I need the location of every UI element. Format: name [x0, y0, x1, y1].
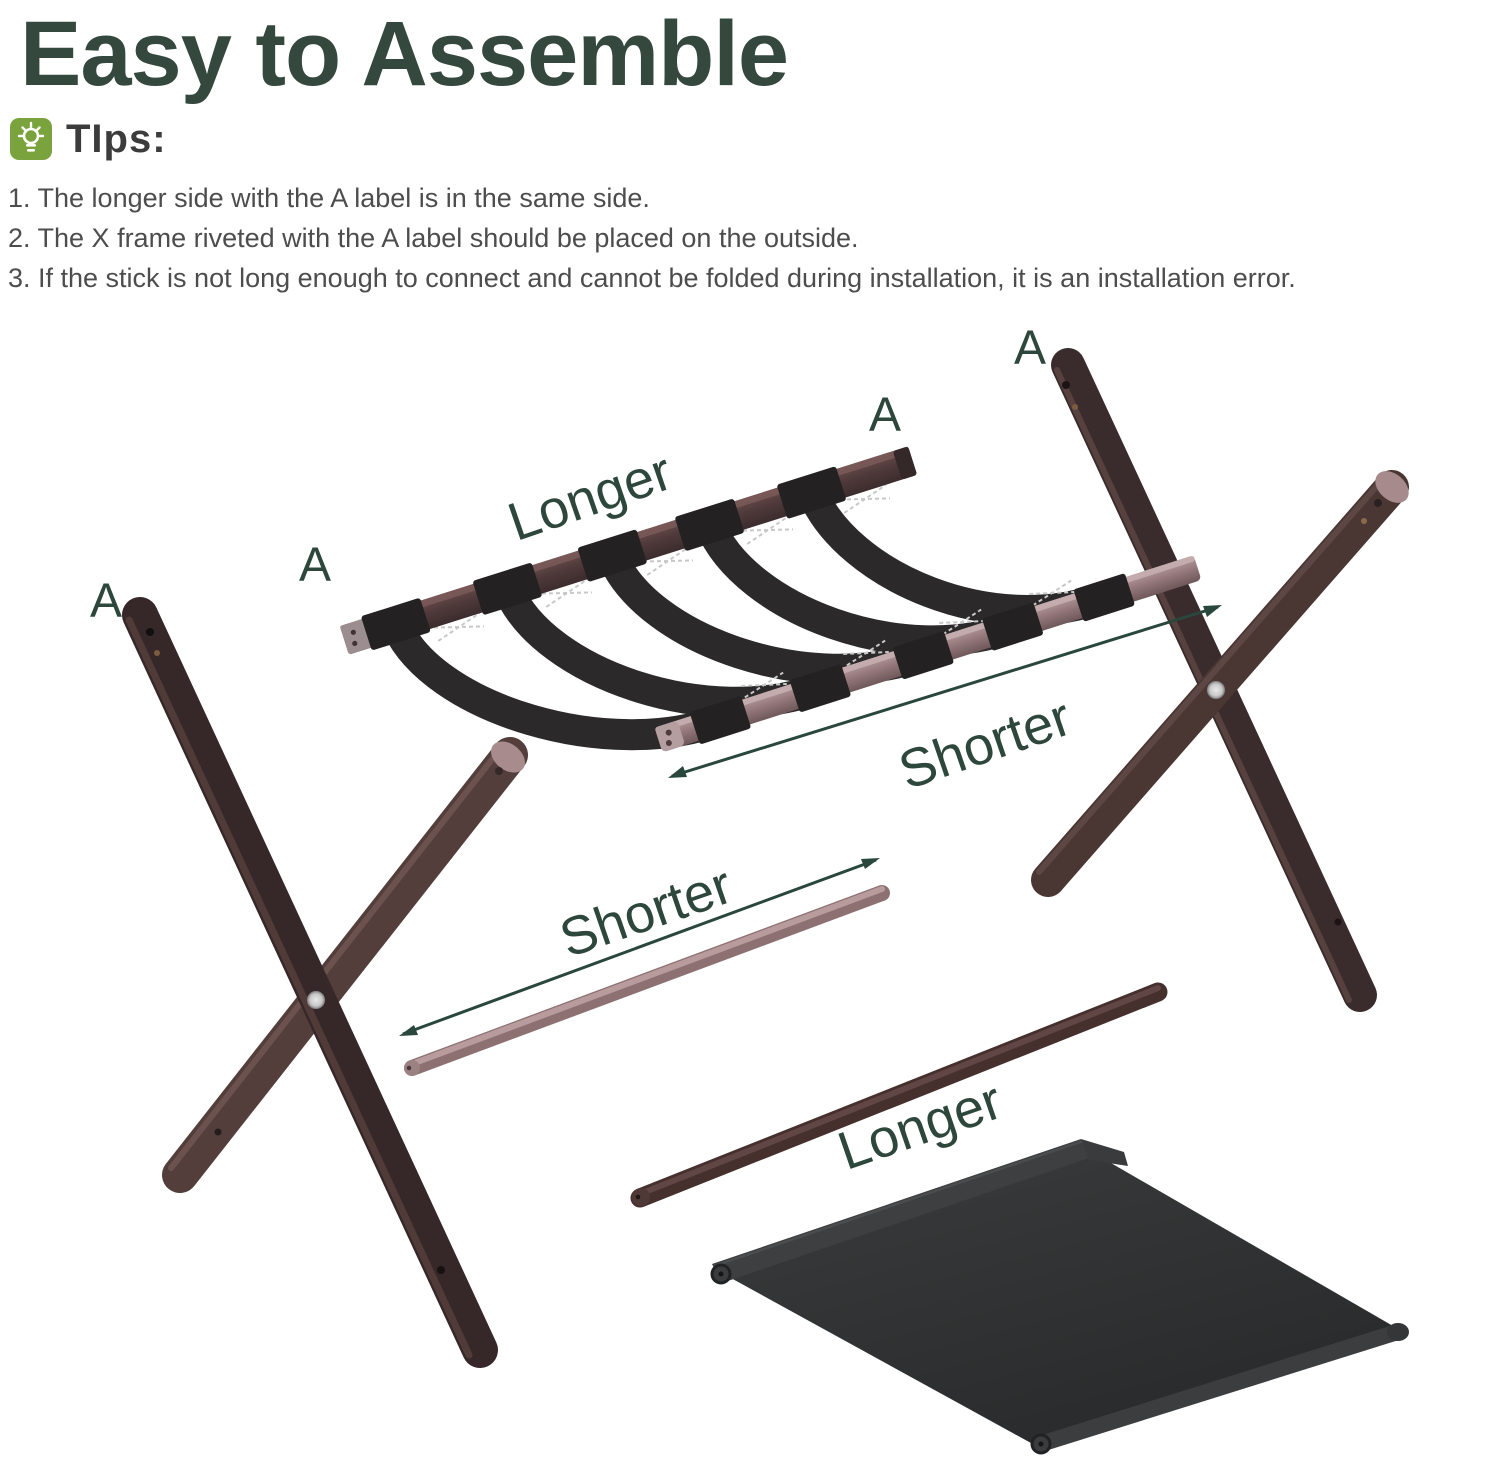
top-rail-longer [340, 446, 917, 654]
tips-list: 1. The longer side with the A label is i… [8, 178, 1296, 298]
fabric-bottom-hem [1036, 1324, 1402, 1452]
label-a-rail-right: A [868, 388, 902, 442]
screw-hole [1334, 918, 1342, 926]
screw-hole [437, 1266, 445, 1274]
stitch-marks [433, 484, 1075, 699]
leg-end-cap [491, 741, 525, 773]
tip-line-2: 2. The X frame riveted with the A label … [8, 223, 859, 253]
tips-label: TIps: [66, 116, 167, 161]
right-x-frame [1031, 348, 1409, 1012]
label-a-rail-left: A [298, 538, 332, 592]
rail-end-cap [655, 721, 685, 752]
label-a-far-left: A [89, 574, 123, 628]
rivet [307, 991, 325, 1009]
tip-line-3: 3. If the stick is not long enough to co… [8, 263, 1296, 293]
left-x-leg-steep [122, 597, 498, 1368]
tips-header: TIps: [10, 116, 167, 162]
tip-line-1: 1. The longer side with the A label is i… [8, 183, 650, 213]
mid-dimension-arrow [399, 858, 880, 1036]
lightbulb-icon [10, 118, 52, 160]
bottom-rail-shorter [655, 555, 1201, 752]
page-title: Easy to Assemble [20, 3, 789, 105]
shorter-dimension-arrow [668, 605, 1222, 778]
fabric-hem-tab [1081, 1139, 1128, 1166]
screw-hole [214, 1128, 222, 1136]
fabric-top-hem [712, 1139, 1089, 1283]
screw-hole [495, 767, 503, 775]
label-a-top-right: A [1013, 321, 1047, 375]
right-x-leg-shallow [1031, 470, 1409, 897]
screw-hole [146, 628, 154, 636]
short-support-rod [404, 885, 890, 1076]
fabric-panel [710, 1139, 1409, 1455]
strap-wraps-bottom [690, 573, 1135, 744]
left-x-leg-shallow [162, 737, 528, 1193]
screw-hole [1374, 499, 1382, 507]
screw-hole [1361, 518, 1367, 524]
screw-hole [1072, 404, 1078, 410]
leg-end-cap [1375, 471, 1409, 503]
left-x-frame [122, 597, 528, 1368]
screw-hole [1062, 381, 1070, 389]
strap-wraps-top [361, 466, 846, 650]
screw-hole [154, 650, 160, 656]
long-support-rod [630, 982, 1168, 1208]
rivet [1207, 681, 1225, 699]
